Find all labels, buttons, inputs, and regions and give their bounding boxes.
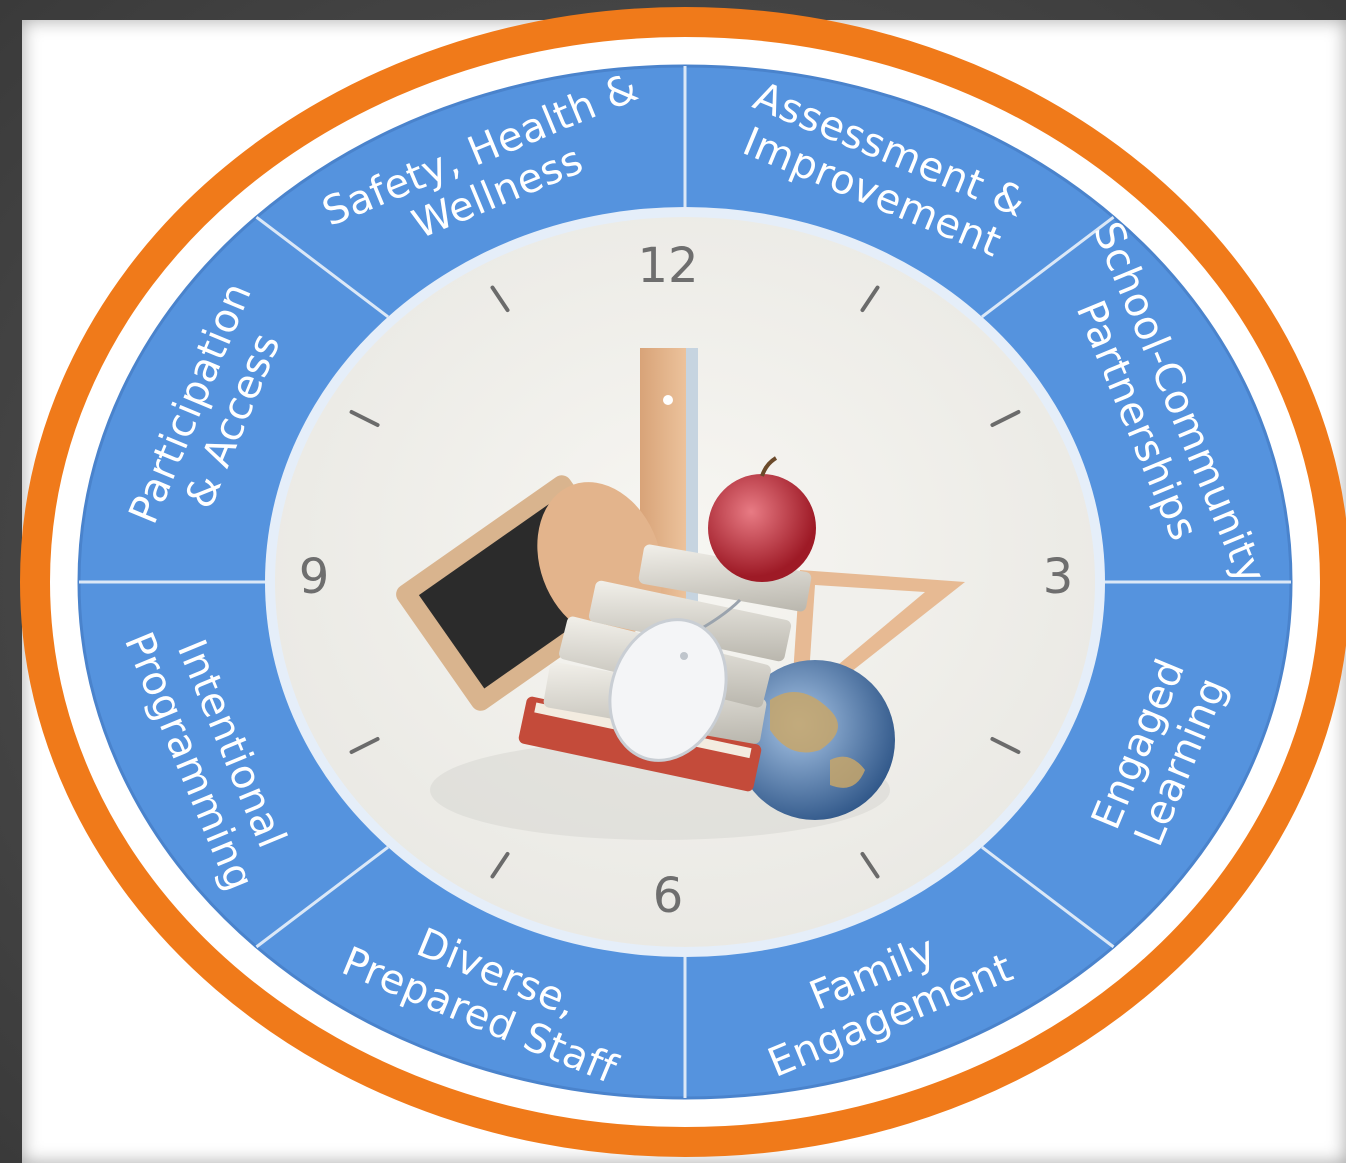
school-supplies-illustration (396, 348, 965, 840)
segment-divider (255, 215, 389, 319)
clock-tick (349, 410, 380, 427)
clock-ticks (349, 285, 1021, 879)
segment-divider (255, 845, 389, 949)
clock-tick (860, 285, 880, 313)
clock-tick (490, 851, 510, 879)
outer-orange-ring (20, 7, 1346, 1157)
clock-tick (990, 737, 1021, 754)
clock-number-12: 12 (637, 238, 698, 294)
segment-divider (981, 845, 1115, 949)
segment-divider (981, 215, 1115, 319)
clock-tick (860, 851, 880, 879)
clock-number-6: 6 (653, 868, 684, 924)
clock-number-3: 3 (1043, 549, 1074, 605)
clock-number-9: 9 (299, 549, 330, 605)
clock-tick (490, 285, 510, 313)
clock-tick (990, 410, 1021, 427)
computer-mouse-icon (608, 598, 742, 762)
clock-tick (349, 737, 380, 754)
apple-icon (708, 456, 816, 582)
